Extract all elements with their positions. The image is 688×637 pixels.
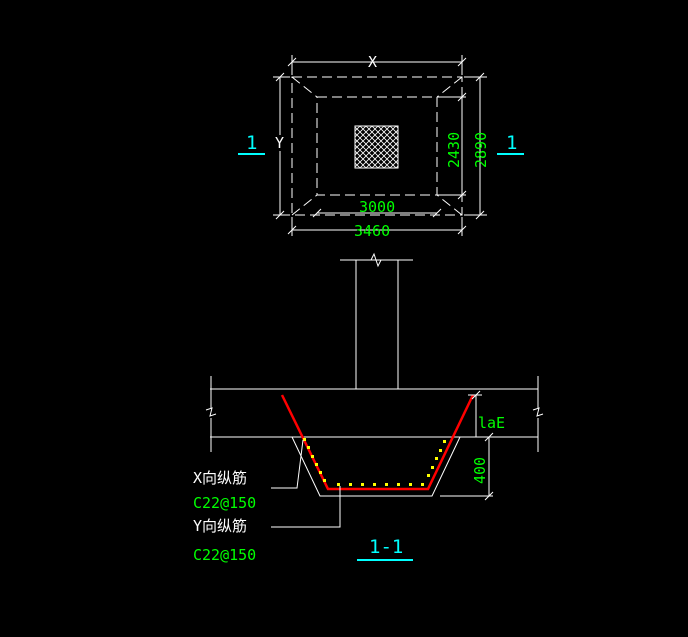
plan-corner-line <box>436 194 463 216</box>
dim-tick <box>457 225 467 235</box>
plan-outer-outline <box>291 76 463 216</box>
dim-tick <box>475 210 485 220</box>
drop-panel-outline <box>291 436 461 497</box>
bent-rebar <box>280 394 475 491</box>
dim-tick <box>275 72 285 82</box>
dim-outer-width: 3460 <box>354 222 390 240</box>
dim-tick <box>287 225 297 235</box>
x-rebar-leader <box>271 439 304 489</box>
dim-inner-width: 3000 <box>359 198 395 216</box>
x-rebar-spec: C22@150 <box>193 494 256 512</box>
dim-tick <box>312 208 322 218</box>
dim-tick <box>457 92 467 102</box>
dim-label-bg <box>273 135 287 151</box>
dim-tick <box>471 390 481 400</box>
dim-tick <box>432 208 442 218</box>
rebar-dots <box>303 438 446 486</box>
column-break-symbol <box>370 252 382 268</box>
section-mark-left: 1 <box>246 132 257 154</box>
dim-tick <box>457 57 467 67</box>
y-rebar-leader <box>271 486 341 528</box>
dim-outer-height: 2890 <box>472 132 490 168</box>
slab-break-symbol <box>205 407 217 417</box>
dim-tick <box>287 57 297 67</box>
y-rebar-label: Y向纵筋 <box>193 517 247 535</box>
section-mark-right: 1 <box>506 132 517 154</box>
anchorage-label: laE <box>478 414 505 432</box>
section-view: laE 400 X向纵筋 C22@150 Y向纵筋 C22@150 1-1 <box>193 252 544 564</box>
dim-tick <box>484 491 494 501</box>
dim-tick <box>475 72 485 82</box>
depth-dim: 400 <box>471 457 489 484</box>
slab-break-symbol <box>532 407 544 417</box>
plan-label-y: Y <box>275 134 284 152</box>
plan-column-hatch <box>354 125 399 169</box>
plan-label-x: X <box>368 53 377 71</box>
plan-view: X Y 3000 3460 2430 2890 <box>238 53 524 240</box>
section-title: 1-1 <box>369 536 403 558</box>
x-rebar-label: X向纵筋 <box>193 469 247 487</box>
plan-inner-outline <box>316 96 438 196</box>
dim-tick <box>484 432 494 442</box>
plan-corner-line <box>436 76 463 98</box>
dim-tick <box>275 210 285 220</box>
dim-inner-height: 2430 <box>445 132 463 168</box>
plan-corner-line <box>291 194 318 216</box>
dim-tick <box>457 190 467 200</box>
plan-corner-line <box>291 76 318 98</box>
y-rebar-spec: C22@150 <box>193 546 256 564</box>
